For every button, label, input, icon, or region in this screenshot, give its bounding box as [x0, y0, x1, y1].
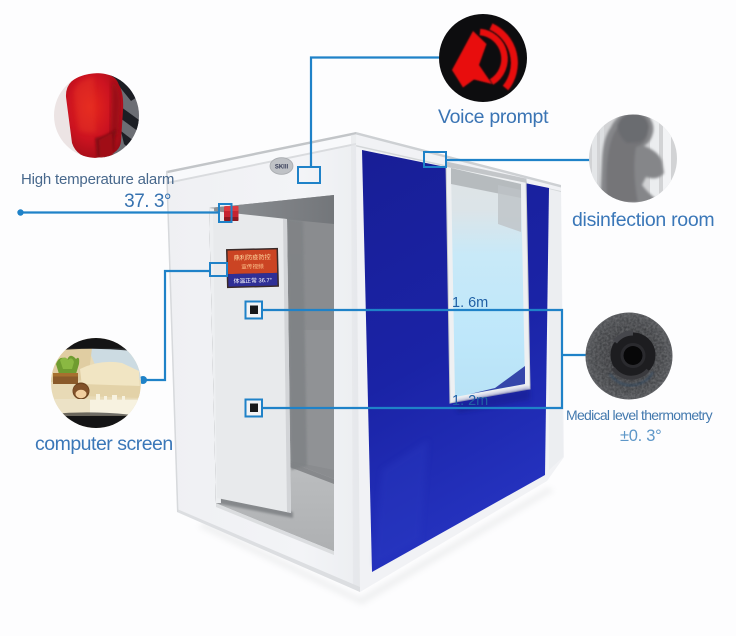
- svg-text:1. 6m: 1. 6m: [452, 295, 488, 311]
- svg-text:High temperature alarm: High temperature alarm: [21, 171, 174, 188]
- svg-text:computer screen: computer screen: [35, 433, 173, 455]
- svg-text:宣传视频: 宣传视频: [241, 262, 264, 271]
- svg-text:Voice prompt: Voice prompt: [438, 106, 549, 128]
- svg-text:鼎利防疫防控: 鼎利防疫防控: [234, 253, 271, 262]
- svg-text:SKlll: SKlll: [275, 165, 289, 171]
- svg-text:Medical level thermometry: Medical level thermometry: [566, 407, 713, 423]
- svg-text:1. 2m: 1. 2m: [452, 393, 488, 409]
- svg-text:37. 3°: 37. 3°: [124, 191, 171, 212]
- svg-text:disinfection room: disinfection room: [572, 209, 714, 231]
- svg-text:体温正常 36.7°: 体温正常 36.7°: [234, 276, 273, 285]
- svg-text:±0. 3°: ±0. 3°: [620, 427, 661, 445]
